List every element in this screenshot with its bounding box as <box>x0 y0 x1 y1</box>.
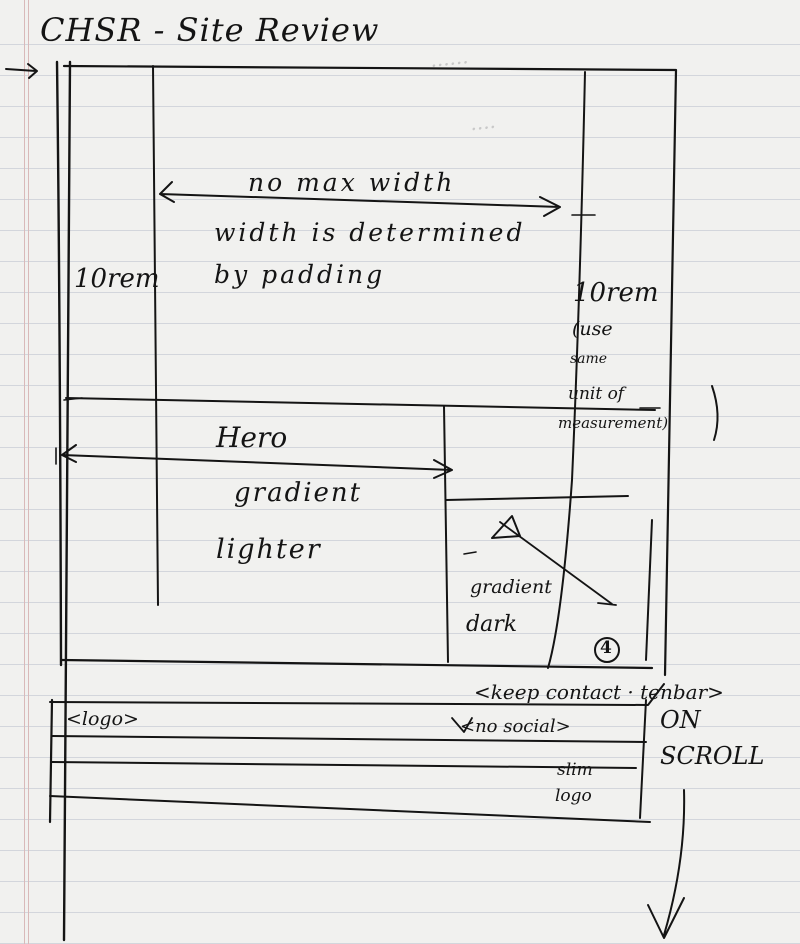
annotation-right-margin: 10rem <box>573 278 659 308</box>
annotation-no-max-width: no max width <box>248 168 456 197</box>
annotation-hero: Hero <box>216 421 288 454</box>
annotation-gradient-word: gradient <box>234 478 363 508</box>
paper-margin-line <box>24 0 25 944</box>
annotation-gradient-word: gradient <box>470 576 552 598</box>
number-circle-label: 4 <box>600 638 612 658</box>
annotation-slim-logo: logo <box>555 786 592 806</box>
annotation-keep-contact: <keep contact · tenbar> <box>474 680 724 704</box>
annotation-lighter: lighter <box>216 534 322 565</box>
page-title: CHSR - Site Review <box>40 11 380 49</box>
annotation-right-note-line: (use <box>572 318 613 340</box>
paper-margin-line <box>28 0 29 944</box>
annotation-on-scroll: ON SCROLL <box>660 706 765 770</box>
annotation-dark: dark <box>466 612 518 637</box>
annotation-slim: slim <box>557 760 593 780</box>
annotation-by-padding: by padding <box>214 260 386 289</box>
annotation-right-note-line: measurement) <box>558 414 669 432</box>
annotation-right-note-line: unit of <box>568 384 625 404</box>
annotation-logo: <logo> <box>66 708 139 730</box>
annotation-width-determined: width is determined <box>214 218 526 247</box>
annotation-right-note-line: same <box>570 351 608 367</box>
annotation-no-social: <no social> <box>460 716 571 737</box>
annotation-left-margin: 10rem <box>74 264 160 294</box>
